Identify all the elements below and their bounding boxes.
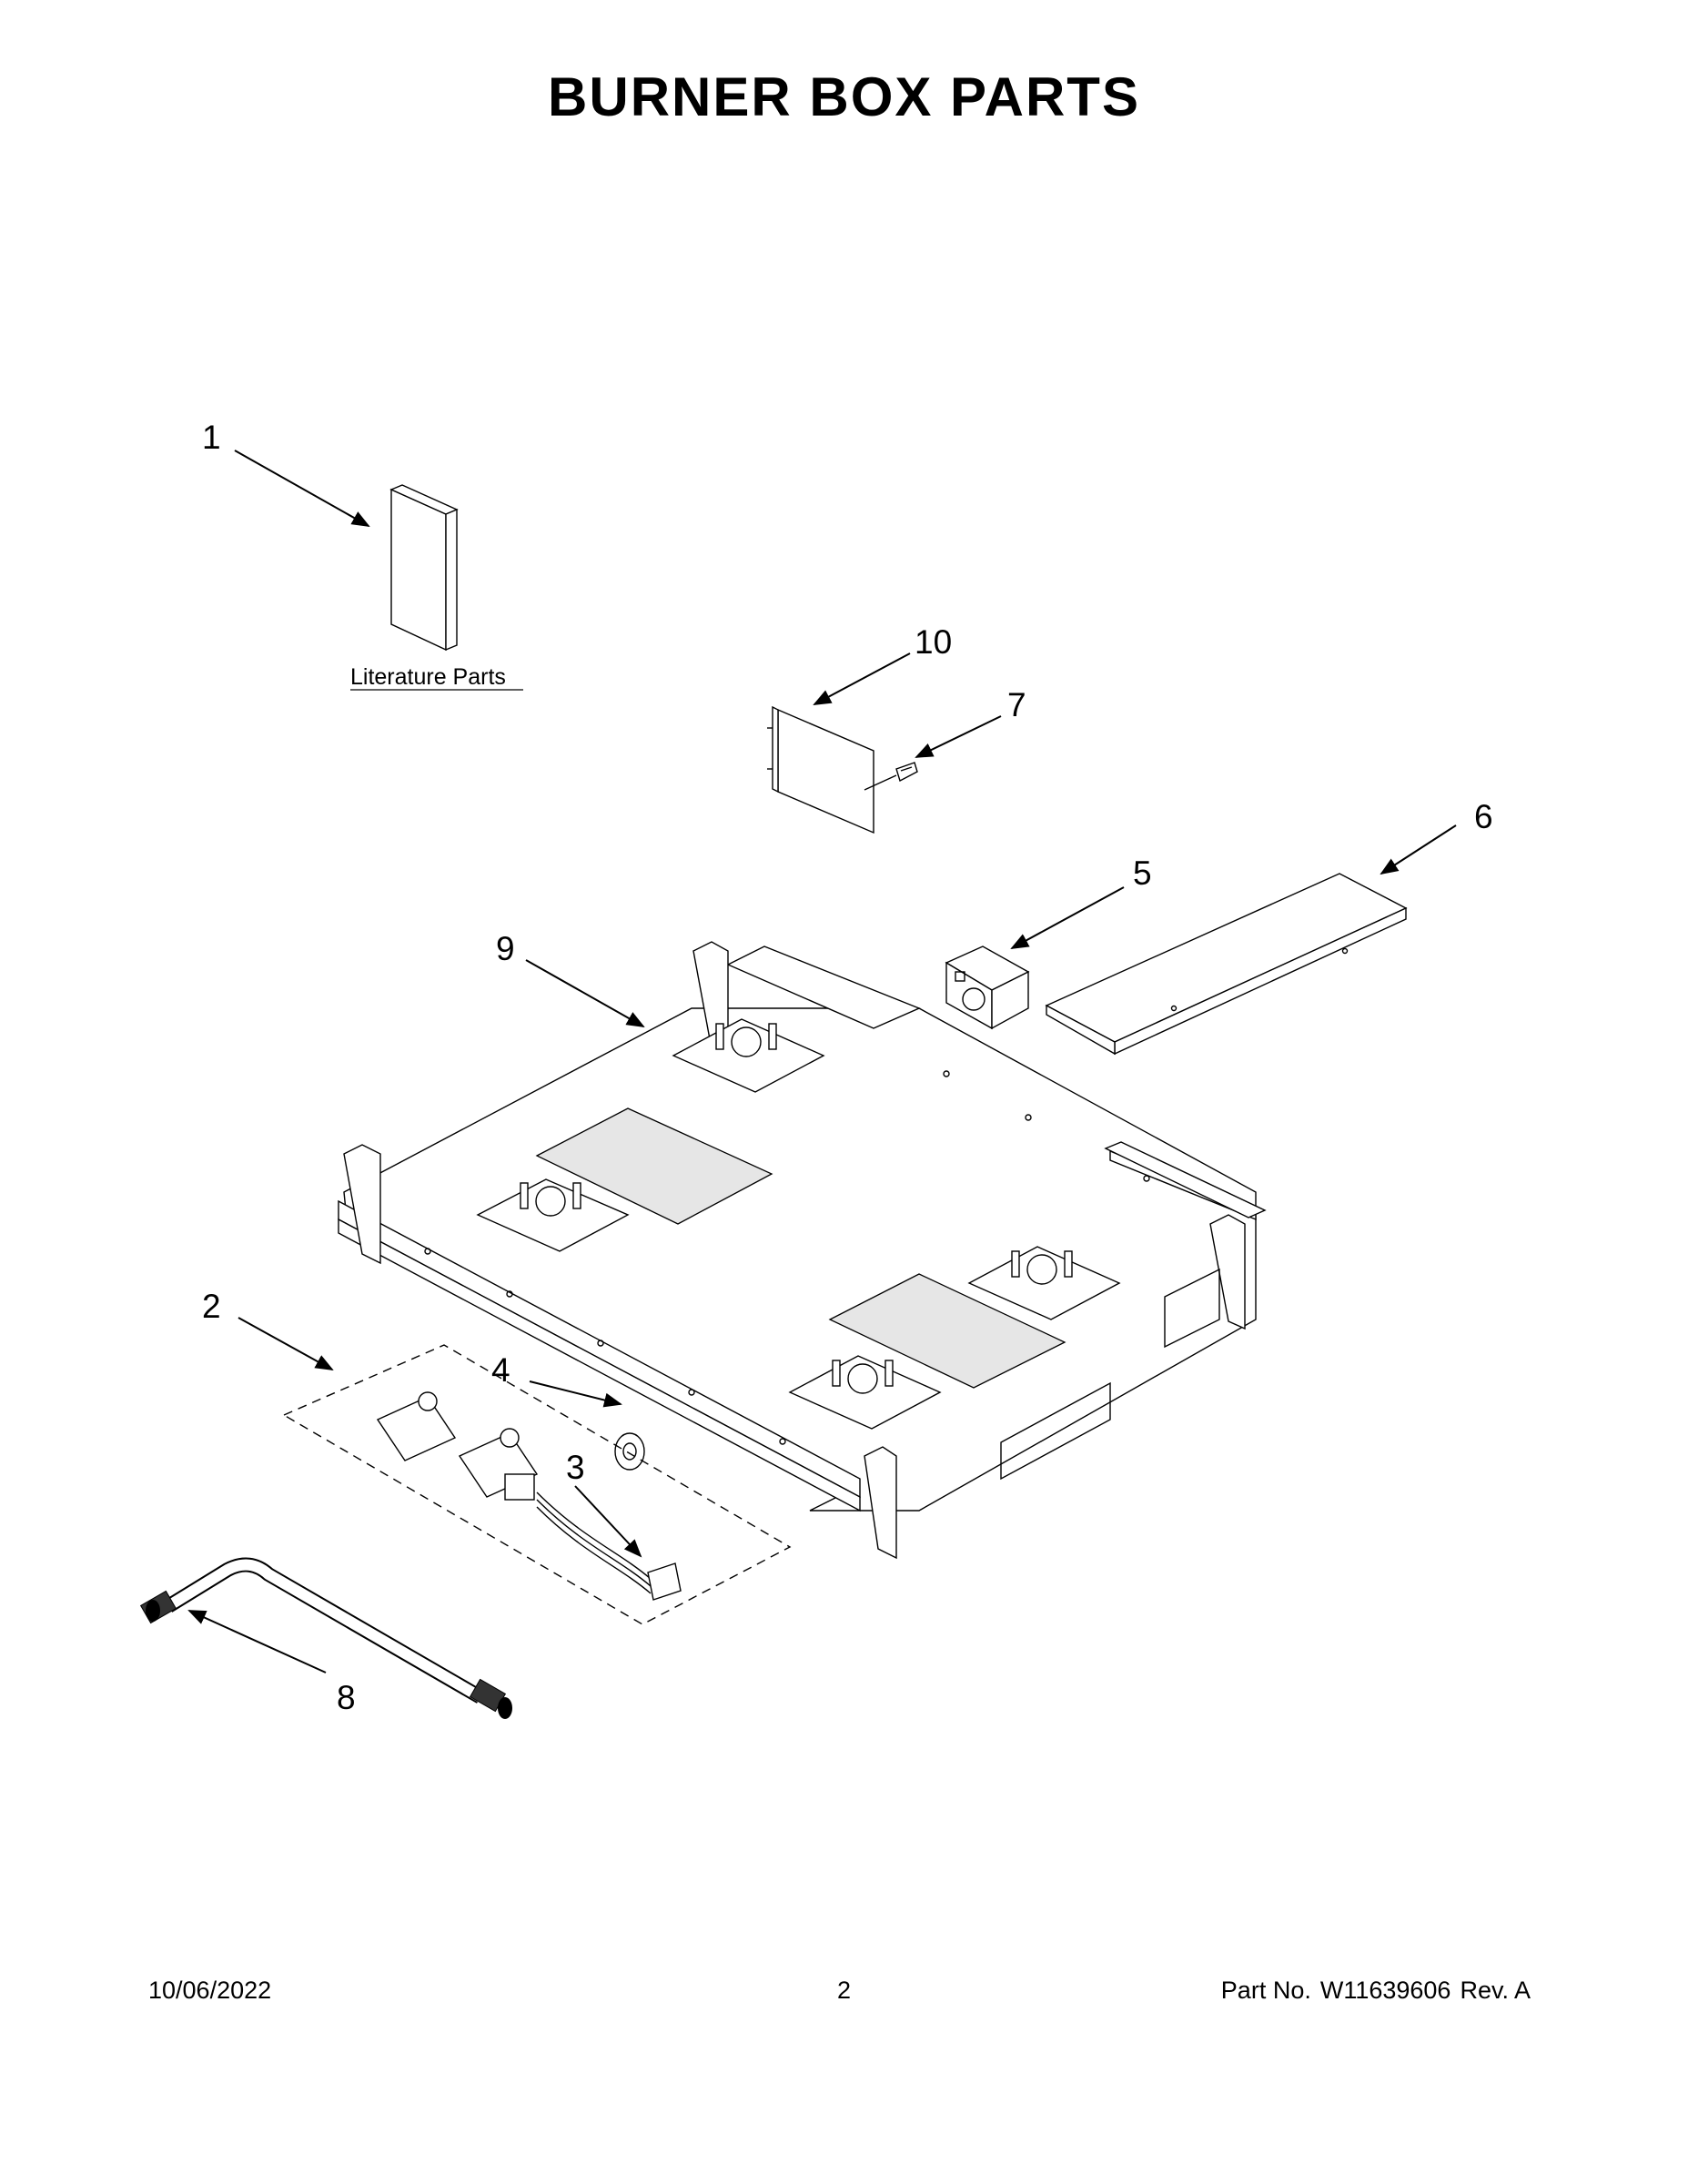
callout-arrow-10: [813, 652, 911, 705]
callout-arrow-7: [915, 715, 1002, 758]
callout-arrow-2: [238, 1317, 334, 1370]
part-number-label: Part No.: [1220, 1977, 1311, 2004]
callout-arrow-8: [187, 1610, 327, 1673]
callout-10: 10: [915, 623, 952, 661]
callout-arrow-1: [234, 450, 370, 527]
page-title: BURNER BOX PARTS: [548, 66, 1140, 127]
callout-arrow-6: [1380, 824, 1457, 875]
gas-valve-assembly: [376, 1391, 539, 1501]
shield-plate: [767, 705, 874, 834]
burner-mount-rear-left: [476, 1178, 630, 1252]
spark-module: [945, 945, 1030, 1030]
callout-arrow-9: [525, 959, 645, 1027]
callout-4: 4: [491, 1351, 510, 1389]
callout-7: 7: [1007, 686, 1026, 723]
revision-label: Rev. A: [1460, 1977, 1531, 2004]
callout-arrow-4: [529, 1380, 622, 1408]
callout-5: 5: [1133, 854, 1152, 892]
burner-mount-front-right: [967, 1246, 1121, 1320]
gas-manifold-tube: [139, 1557, 512, 1719]
callout-9: 9: [496, 930, 515, 967]
callout-1: 1: [202, 419, 221, 456]
wire-harness: [536, 1491, 682, 1601]
mounting-screw: [864, 762, 918, 791]
callout-arrow-3: [574, 1485, 642, 1558]
callout-arrow-5: [1010, 886, 1125, 949]
burner-mount-rear-right: [672, 1018, 825, 1093]
footer-page-number: 2: [836, 1977, 852, 2004]
literature-booklet: [389, 484, 459, 652]
literature-parts-label: Literature Parts: [350, 664, 506, 690]
callout-2: 2: [202, 1288, 221, 1325]
callout-6: 6: [1474, 798, 1493, 835]
channel-bracket: [1045, 873, 1408, 1056]
callout-3: 3: [566, 1449, 585, 1486]
footer-part-info: Part No. W11639606 Rev. A: [1212, 1977, 1531, 2005]
burner-mount-front-left: [788, 1355, 942, 1430]
burner-box: [338, 941, 1267, 1560]
footer-date: 10/06/2022: [148, 1977, 272, 2004]
part-number-value: W11639606: [1319, 1977, 1451, 2004]
valve-assembly-region: [282, 1344, 792, 1625]
callout-8: 8: [337, 1679, 356, 1716]
